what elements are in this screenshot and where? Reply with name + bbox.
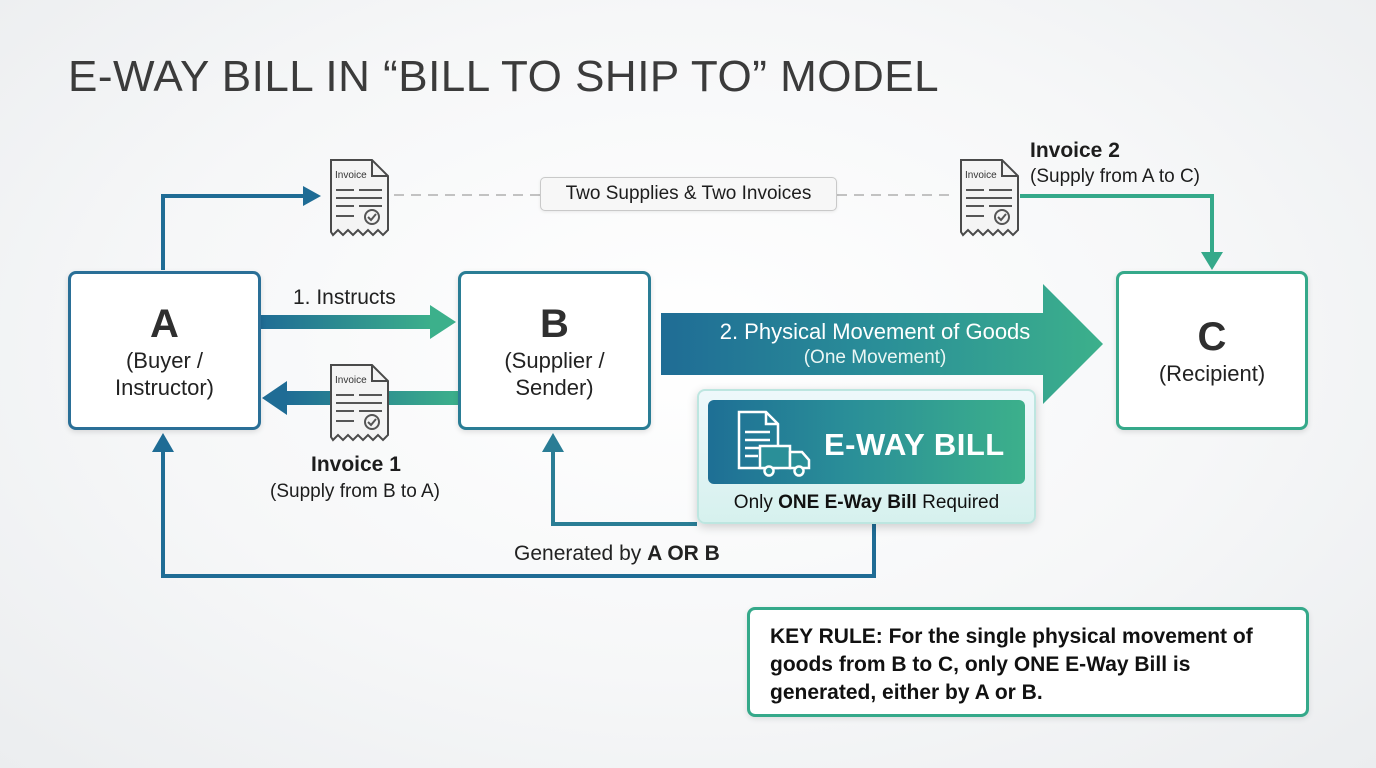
requirement-suffix: Required [916, 492, 1000, 513]
requirement-prefix: Only [733, 492, 779, 513]
invoice-document-icon: Invoice [330, 364, 389, 442]
invoice-doc-label: Invoice [335, 375, 367, 386]
generated-by-label: Generated by A OR B [514, 542, 720, 566]
invoice-document-icon: Invoice [330, 159, 389, 237]
key-rule-text: KEY RULE: For the single physical moveme… [770, 625, 1253, 704]
invoice2-title: Invoice 2 [1030, 139, 1120, 162]
eway-bill-banner: E-WAY BILL [708, 400, 1025, 484]
generated-by-a-connector [161, 450, 876, 578]
requirement-bold: ONE E-Way Bill [778, 492, 917, 513]
invoice-doc-label: Invoice [335, 170, 367, 181]
supplies-pill: Two Supplies & Two Invoices [540, 177, 837, 211]
arrowhead [542, 433, 564, 452]
generated-prefix: Generated by [514, 542, 648, 565]
document-truck-icon [737, 410, 811, 477]
page-title: E-WAY BILL IN “BILL TO SHIP TO” MODEL [68, 52, 940, 101]
node-b-supplier: B (Supplier / Sender) [458, 271, 651, 430]
instructs-arrow-shaft [261, 315, 433, 329]
generated-by-b-connector [551, 450, 697, 526]
node-role: (Recipient) [1158, 361, 1266, 386]
node-a-buyer: A (Buyer / Instructor) [68, 271, 261, 430]
key-rule-box: KEY RULE: For the single physical moveme… [747, 607, 1309, 717]
invoice2-subtitle: (Supply from A to C) [1030, 166, 1201, 187]
movement-title: 2. Physical Movement of Goods [719, 319, 1031, 344]
eway-bill-card: E-WAY BILL Only ONE E-Way Bill Required [697, 389, 1036, 524]
invoice1-subtitle: (Supply from B to A) [270, 481, 441, 502]
invoice-doc-label: Invoice [965, 170, 997, 181]
invoice2-to-c-connector [1020, 194, 1214, 254]
eway-bill-title: E-WAY BILL [824, 427, 1005, 462]
movement-arrow [661, 284, 1103, 404]
arrowhead [303, 186, 321, 206]
invoice-document-icon: Invoice [960, 159, 1019, 237]
node-role: (Supplier / Sender) [504, 347, 605, 400]
node-c-recipient: C (Recipient) [1116, 271, 1308, 430]
arrowhead [152, 433, 174, 452]
arrowhead [262, 381, 287, 415]
invoice1-title: Invoice 1 [311, 453, 401, 476]
instructs-label: 1. Instructs [293, 286, 396, 309]
node-letter: C [1197, 315, 1227, 359]
arrowhead [430, 305, 456, 339]
generated-bold: A OR B [647, 542, 720, 565]
node-letter: A [150, 301, 179, 346]
node-letter: B [540, 301, 569, 346]
node-role: (Buyer / Instructor) [114, 347, 215, 400]
movement-subtitle: (One Movement) [803, 347, 947, 368]
arrowhead [1201, 252, 1223, 270]
eway-bill-requirement: Only ONE E-Way Bill Required [699, 492, 1034, 514]
a-to-invoice2-connector [161, 194, 305, 270]
